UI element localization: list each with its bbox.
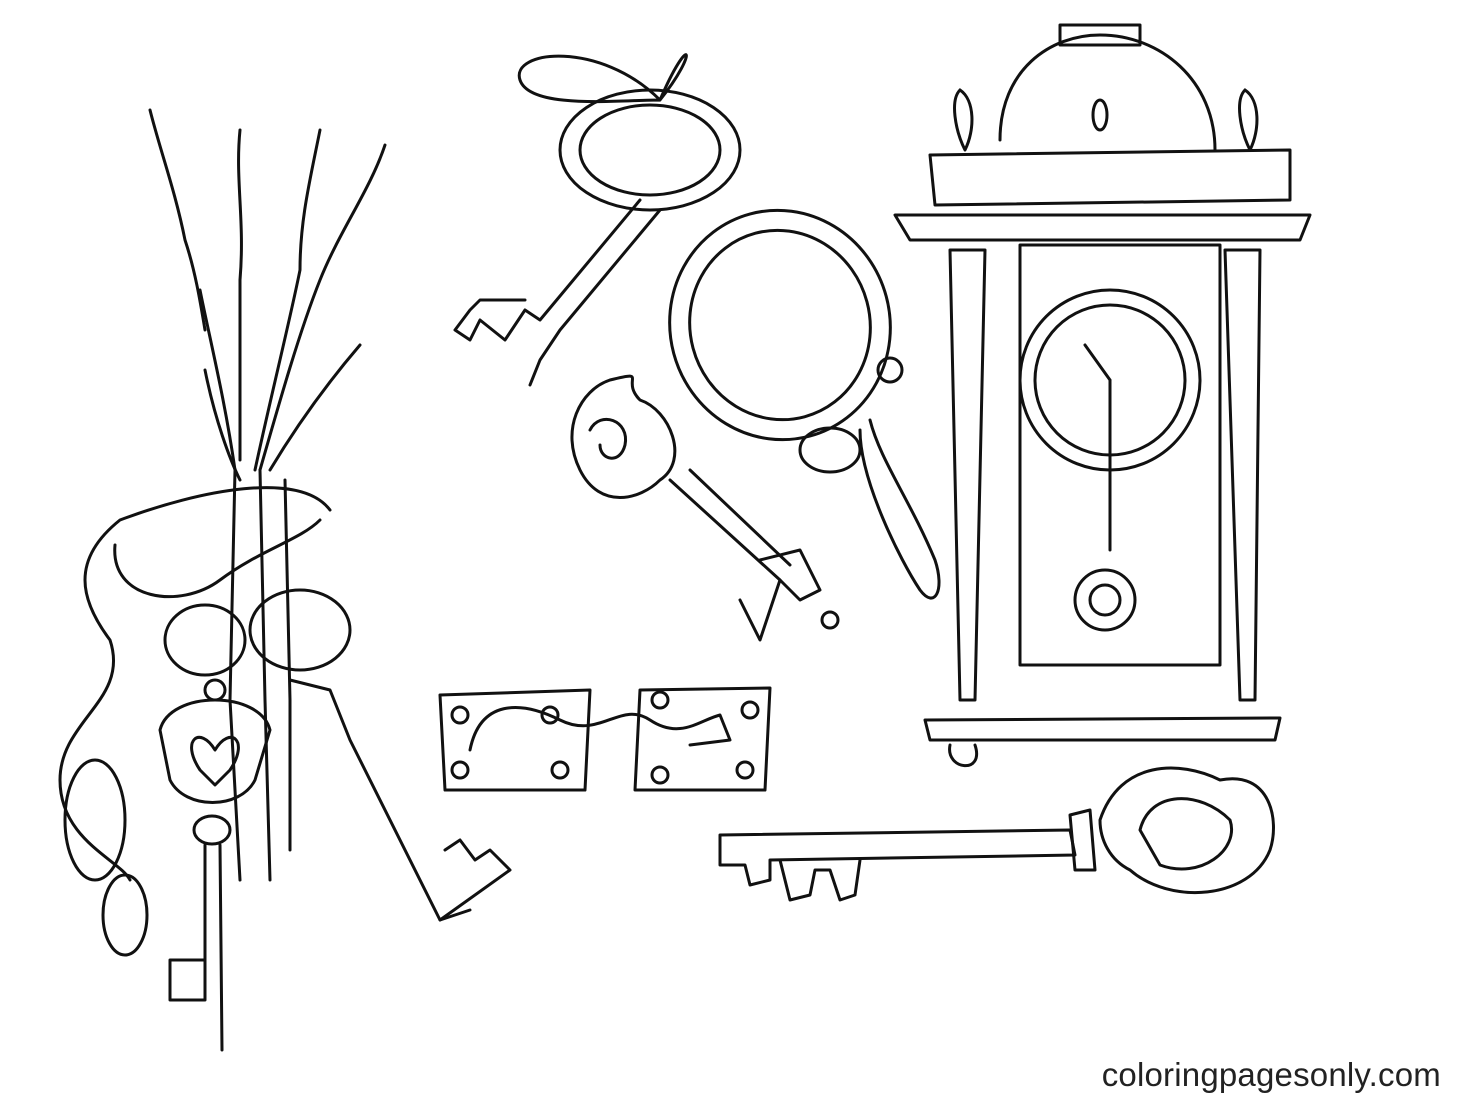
skeleton-key: [718, 766, 1275, 902]
key-with-bow: [453, 53, 742, 387]
lavender-bouquet: [148, 108, 387, 882]
hand-mirror: [668, 208, 941, 600]
ribbon: [58, 486, 332, 957]
watermark: coloringpagesonly.com: [1101, 1056, 1441, 1093]
ornate-key: [570, 374, 840, 642]
door-latch: [438, 686, 772, 792]
heart-key: [158, 588, 512, 1052]
wall-clock: [893, 23, 1312, 768]
